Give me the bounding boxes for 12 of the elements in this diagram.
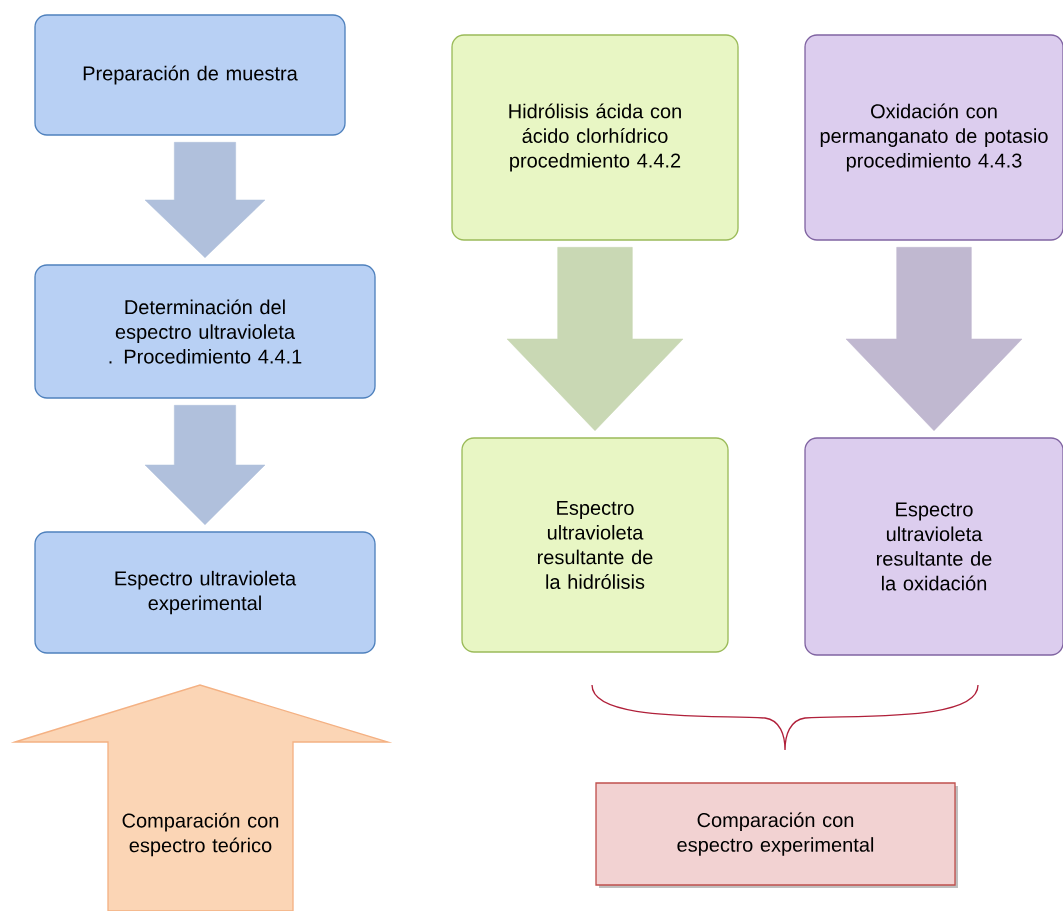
block-arrow — [144, 405, 266, 525]
process-box: Hidrólisis ácida con ácido clorhídrico procedmiento 4.4.2 — [451, 34, 739, 241]
process-box: Determinación del espectro ultravioleta . Procedimiento 4.4.1 — [34, 264, 376, 399]
block-arrow — [506, 247, 684, 431]
process-box: Espectro ultravioleta resultante de la hidrólisis — [461, 437, 729, 653]
block-arrow — [144, 142, 266, 258]
process-box: Espectro ultravioleta resultante de la oxidación — [804, 437, 1063, 656]
block-arrow — [845, 247, 1023, 431]
process-box: Oxidación con permanganato de potasio procedimiento 4.4.3 — [804, 34, 1063, 241]
process-box: Comparación con espectro experimental — [595, 782, 958, 888]
process-box: Espectro ultravioleta experimental — [34, 531, 376, 654]
process-box: Preparación de muestra — [34, 14, 346, 136]
